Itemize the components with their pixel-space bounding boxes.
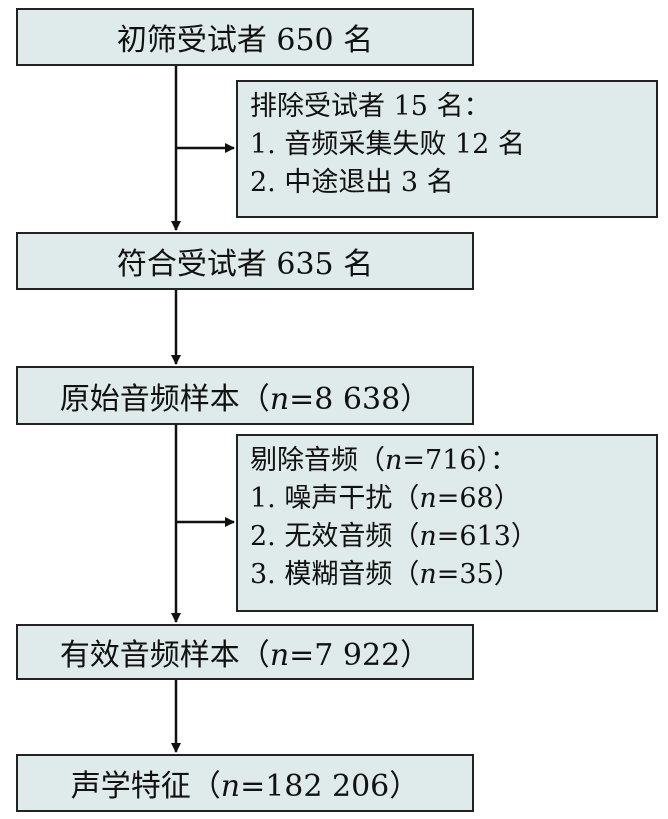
exclusion-audio-item: 3. 模糊音频（n=35） (250, 559, 521, 590)
step-valid-audio-samples: 有效音频样本（n=7 922） (16, 624, 474, 680)
step-valid-audio-samples-label: 有效音频样本（n=7 922） (59, 638, 431, 673)
exclusion-box-subjects: 排除受试者 15 名： 1. 音频采集失败 12 名 2. 中途退出 3 名 (236, 80, 658, 218)
step-raw-audio-samples: 原始音频样本（n=8 638） (16, 366, 474, 425)
step-eligible-subjects: 符合受试者 635 名 (16, 232, 474, 290)
exclusion-audio-item: 1. 噪声干扰（n=68） (250, 483, 521, 514)
exclusion-audio-title: 剔除音频（n=716）： (250, 445, 518, 476)
step-raw-audio-samples-label: 原始音频样本（n=8 638） (59, 381, 431, 417)
step-acoustic-features: 声学特征（n=182 206） (16, 754, 474, 812)
step-initial-screening-label: 初筛受试者 650 名 (116, 23, 374, 58)
exclusion-box-audio: 剔除音频（n=716）： 1. 噪声干扰（n=68） 2. 无效音频（n=613… (236, 434, 658, 612)
step-initial-screening: 初筛受试者 650 名 (16, 8, 474, 66)
step-eligible-subjects-label: 符合受试者 635 名 (116, 247, 374, 282)
exclusion-subjects-item: 1. 音频采集失败 12 名 (250, 129, 525, 160)
exclusion-subjects-item: 2. 中途退出 3 名 (250, 167, 454, 198)
exclusion-subjects-title: 排除受试者 15 名： (250, 91, 491, 122)
exclusion-audio-item: 2. 无效音频（n=613） (250, 521, 538, 552)
step-acoustic-features-label: 声学特征（n=182 206） (70, 769, 420, 804)
